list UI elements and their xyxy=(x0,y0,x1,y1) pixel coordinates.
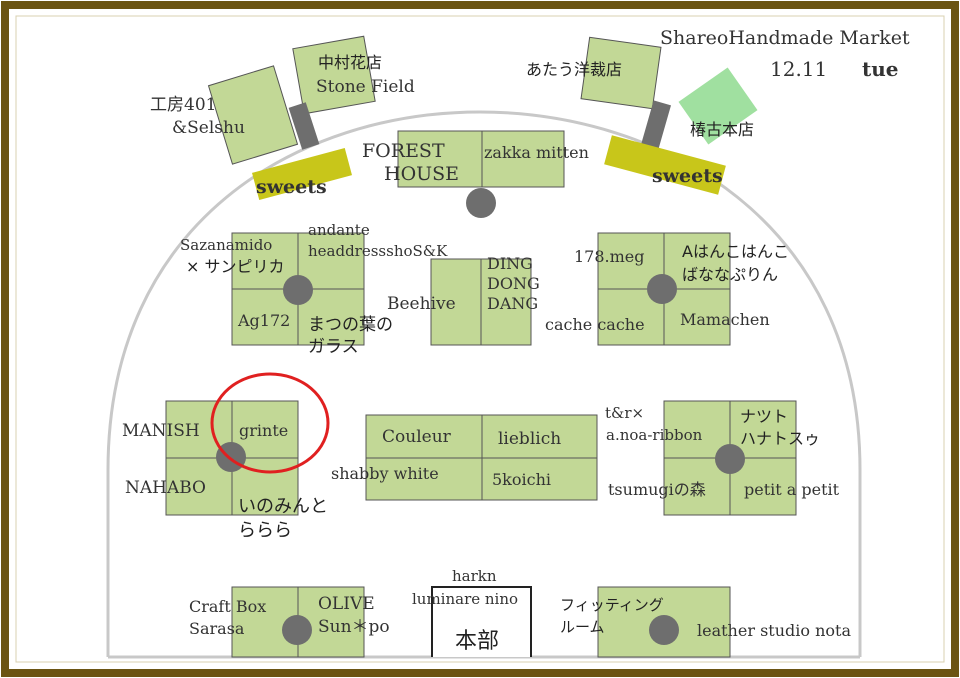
inner-frame xyxy=(15,15,945,663)
table-atau xyxy=(580,36,662,110)
pillar-icon xyxy=(649,615,679,645)
label-sweets-right: sweets xyxy=(652,165,723,187)
table-tsubaki xyxy=(678,67,758,145)
label-selshu: &Selshu xyxy=(172,118,245,138)
label-atau: あたう洋裁店 xyxy=(526,60,622,79)
market-weekday: tue xyxy=(862,57,899,81)
label-craft-box: Craft Box xyxy=(189,597,266,616)
label-tr: t&r× xyxy=(605,404,644,422)
label-forest: FOREST xyxy=(362,140,445,162)
label-matsuba-1: まつの葉の xyxy=(308,315,393,335)
label-olive: OLIVE xyxy=(318,594,375,614)
label-couleur: Couleur xyxy=(382,427,452,447)
label-ag172: Ag172 xyxy=(237,311,290,330)
label-ding: DING xyxy=(487,254,533,273)
label-fitting-1: フィッティング xyxy=(560,596,664,614)
sweets-stand-right xyxy=(604,135,726,195)
label-matsuba-2: ガラス xyxy=(308,337,359,357)
table-ding-dong-dang xyxy=(480,258,532,346)
table-manish xyxy=(165,400,233,459)
table-sazanamido xyxy=(231,232,299,290)
table-zakka-mitten xyxy=(481,130,565,188)
label-nakamura: 中村花店 xyxy=(318,53,382,72)
label-dang: DANG xyxy=(487,294,538,313)
label-5koichi: 5koichi xyxy=(492,470,551,489)
label-kobo401: 工房401 xyxy=(150,95,216,115)
label-natsuto-1: ナツト xyxy=(740,407,788,426)
label-hanko-1: Aはんこはんこ xyxy=(682,242,789,261)
table-nakamura xyxy=(292,35,376,115)
table-5koichi xyxy=(481,457,598,501)
label-cache-cache: cache cache xyxy=(545,315,645,334)
table-natsuto xyxy=(729,400,797,459)
sign-post-left xyxy=(288,102,320,150)
label-lieblich: lieblich xyxy=(498,429,561,449)
label-sun-po: Sun＊po xyxy=(318,617,390,637)
headquarters-booth xyxy=(431,586,532,657)
label-stone-field: Stone Field xyxy=(316,77,415,97)
highlight-ellipse-icon xyxy=(210,372,330,474)
label-house: HOUSE xyxy=(384,163,459,185)
label-headquarters: 本部 xyxy=(455,629,499,654)
label-tsubaki: 椿古本店 xyxy=(690,120,754,139)
label-petit-a-petit: petit a petit xyxy=(744,480,840,499)
market-title: ShareoHandmade Market xyxy=(660,27,910,49)
label-sanpirika: × サンピリカ xyxy=(186,257,285,276)
label-sarasa: Sarasa xyxy=(189,619,245,638)
table-couleur xyxy=(365,414,483,459)
table-beehive xyxy=(430,258,482,346)
pillar-icon xyxy=(715,444,745,474)
label-178-meg: 178.meg xyxy=(574,247,645,266)
label-fitting-2: ルーム xyxy=(560,618,605,636)
label-tsumugi: tsumugiの森 xyxy=(608,480,706,499)
label-headdress: headdressshoS&K xyxy=(308,242,448,260)
market-date: 12.11 xyxy=(770,57,827,81)
label-sazanamido: Sazanamido xyxy=(180,236,272,254)
label-leather-studio: leather studio nota xyxy=(697,621,851,640)
table-lieblich xyxy=(481,414,598,459)
table-forest-house xyxy=(397,130,483,188)
label-hanko-2: ばななぷりん xyxy=(682,265,778,284)
label-dong: DONG xyxy=(487,274,540,293)
pillar-icon xyxy=(466,188,496,218)
label-manish: MANISH xyxy=(122,421,200,441)
label-shabby-white: shabby white xyxy=(331,464,439,483)
table-andante xyxy=(297,232,365,290)
label-sweets-left: sweets xyxy=(256,176,327,198)
label-harkn: harkn xyxy=(452,567,497,585)
label-a-noa-ribbon: a.noa-ribbon xyxy=(606,426,703,444)
table-shabby-white xyxy=(365,457,483,501)
label-grinte: grinte xyxy=(239,421,288,440)
label-mamachen: Mamachen xyxy=(680,310,770,329)
table-kobo401 xyxy=(207,65,299,165)
venue-boundary-arc xyxy=(106,110,862,657)
sign-post-right xyxy=(641,100,671,150)
table-hanko xyxy=(663,232,731,290)
table-mamachen xyxy=(663,288,731,346)
label-inomin-2: ららら xyxy=(238,520,292,541)
label-inomin-1: いのみんと xyxy=(238,496,328,517)
label-nahabo: NAHABO xyxy=(125,478,206,498)
sweets-stand-left xyxy=(252,148,352,200)
label-andante: andante xyxy=(308,221,370,239)
label-luminare-nino: luminare nino xyxy=(412,590,518,608)
label-beehive: Beehive xyxy=(387,294,456,314)
pillar-icon xyxy=(282,615,312,645)
label-natsuto-2: ハナトスゥ xyxy=(740,429,820,448)
label-zakka-mitten: zakka mitten xyxy=(484,143,589,162)
pillar-icon xyxy=(647,274,677,304)
pillar-icon xyxy=(283,275,313,305)
